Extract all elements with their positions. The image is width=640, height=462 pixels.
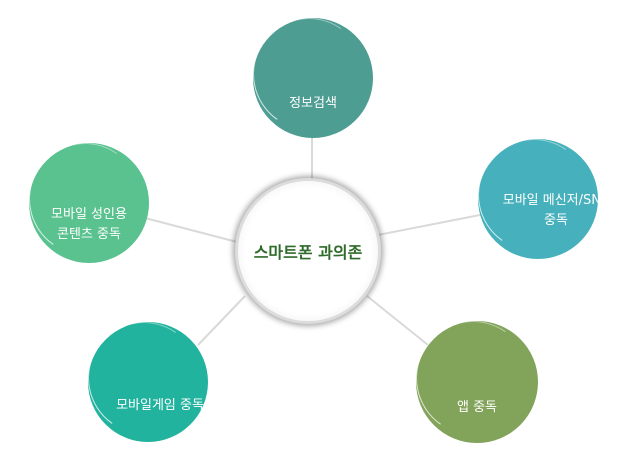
center-node: 스마트폰 과의존 bbox=[235, 178, 381, 324]
node-info-search: 정보검색 bbox=[253, 18, 373, 138]
node-label-line: 정보검색 bbox=[289, 96, 337, 111]
center-node-label: 스마트폰 과의존 bbox=[253, 243, 363, 262]
node-label-line: 앱 중독 bbox=[456, 400, 497, 415]
node-messenger-sns: 모바일 메신저/SNS 중독 bbox=[478, 139, 598, 259]
connector-messenger-sns bbox=[377, 213, 486, 236]
node-label-line: 모바일 메신저/SNS bbox=[502, 193, 598, 208]
node-game: 모바일게임 중독 bbox=[88, 322, 208, 442]
node-app: 앱 중독 bbox=[416, 321, 538, 443]
node-label-line: 모바일게임 중독 bbox=[116, 398, 204, 413]
node-label-line: 모바일 성인용 bbox=[51, 207, 127, 222]
node-adult-content: 모바일 성인용 콘텐츠 중독 bbox=[29, 143, 149, 263]
node-label-line: 콘텐츠 중독 bbox=[57, 227, 121, 242]
connector-game bbox=[197, 295, 246, 346]
connector-app bbox=[366, 295, 429, 346]
node-label-line: 중독 bbox=[544, 213, 568, 228]
connector-adult-content bbox=[144, 217, 238, 243]
